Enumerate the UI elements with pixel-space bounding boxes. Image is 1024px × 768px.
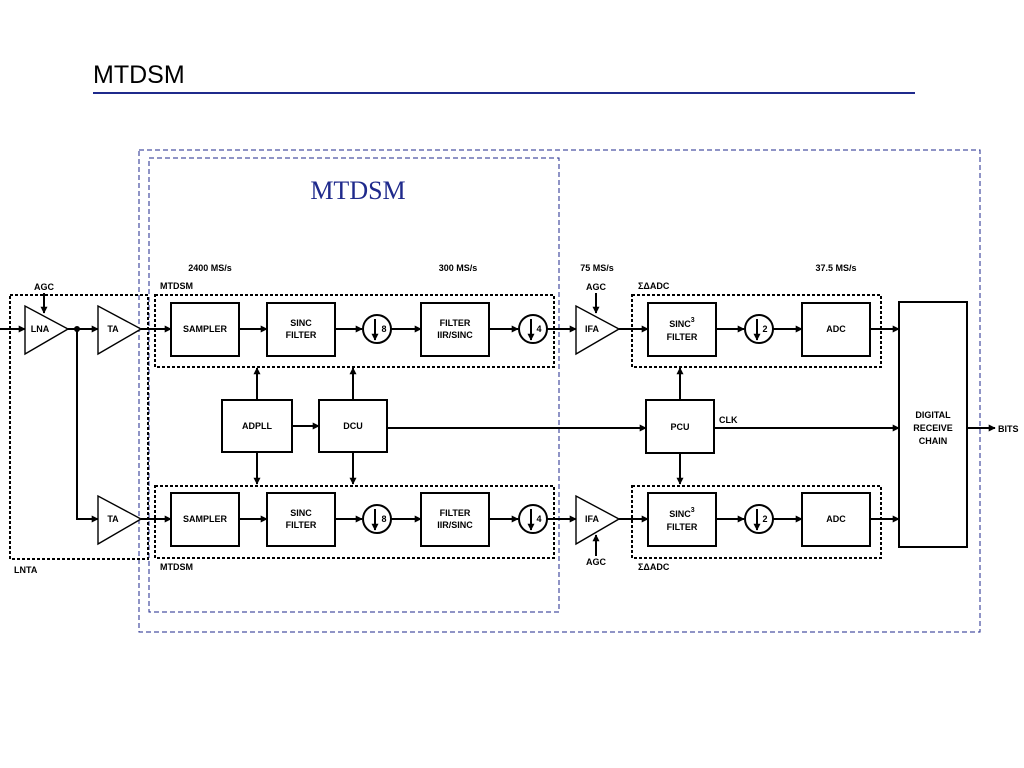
decimate-4-top [518,314,548,344]
sinc3-filter-bottom-line2: FILTER [667,522,698,532]
bits-output-label: BITS [998,424,1019,434]
decimate-4-top-label: 4 [536,324,541,334]
decimate-2-bottom-label: 2 [762,514,767,524]
mtdsm-top-label: MTDSM [160,281,193,291]
agc-ifa-bottom-label: AGC [586,557,607,567]
agc-ifa-top-label: AGC [586,282,607,292]
digital-receive-chain-block [898,301,968,548]
sdadc-bottom-group [631,485,882,559]
sdadc-bottom-label: ΣΔADC [638,562,670,572]
sinc3-filter-top-line1: SINC3 [669,317,695,329]
decimate-8-bottom [362,504,392,534]
ta-bottom-amplifier [97,494,143,546]
filter-iir-top-line1: FILTER [440,318,471,328]
sampler-top-label: SAMPLER [183,324,228,334]
ta-bottom-label: TA [107,514,119,524]
pcu-label: PCU [670,422,689,432]
digital-chain-line3: CHAIN [919,436,948,446]
sampler-top-block [170,302,240,357]
lnta-group [9,294,149,560]
sinc-filter-bottom-line2: FILTER [286,520,317,530]
sinc-filter-top-block [266,302,336,357]
digital-chain-line2: RECEIVE [913,423,953,433]
sinc3-filter-top-block [647,302,717,357]
slide-title: MTDSM [93,61,185,89]
dcu-label: DCU [343,421,363,431]
filter-iir-bottom-line2: IIR/SINC [437,520,473,530]
sinc3-filter-top-line2: FILTER [667,332,698,342]
adc-top-label: ADC [826,324,846,334]
rate-label-300: 300 MS/s [439,263,478,273]
title-underline [93,92,915,94]
decimate-8-bottom-label: 8 [381,514,386,524]
rate-label-2400: 2400 MS/s [188,263,232,273]
digital-chain-line1: DIGITAL [915,410,951,420]
sinc-filter-top-line2: FILTER [286,330,317,340]
sampler-bottom-label: SAMPLER [183,514,228,524]
sinc-filter-top-line1: SINC [290,318,312,328]
ta-top-amplifier [97,304,143,356]
sinc-filter-bottom-line1: SINC [290,508,312,518]
adpll-label: ADPLL [242,421,272,431]
decimate-8-top [362,314,392,344]
decimate-8-top-label: 8 [381,324,386,334]
mtdsm-bottom-label: MTDSM [160,562,193,572]
decimate-2-bottom [744,504,774,534]
decimate-2-top [744,314,774,344]
filter-iir-top-block [420,302,490,357]
rate-label-75: 75 MS/s [580,263,614,273]
mtdsm-heading: MTDSM [310,176,405,205]
ifa-top-amplifier [575,304,621,356]
outer-blue-boundary [138,149,981,633]
adc-bottom-label: ADC [826,514,846,524]
rate-label-37-5: 37.5 MS/s [815,263,856,273]
ifa-bottom-amplifier [575,494,621,546]
ifa-top-label: IFA [585,324,600,334]
mtdsm-top-group [154,294,555,368]
ifa-bottom-label: IFA [585,514,600,524]
filter-iir-bottom-line1: FILTER [440,508,471,518]
clk-label: CLK [719,415,738,425]
agc-lna-label: AGC [34,282,55,292]
decimate-4-bottom-label: 4 [536,514,541,524]
sdadc-top-label: ΣΔADC [638,281,670,291]
pcu-block [645,399,715,454]
sdadc-top-group [631,294,882,368]
mtdsm-bottom-group [154,485,555,559]
lnta-group-label: LNTA [14,565,38,575]
sinc3-filter-bottom-line1: SINC3 [669,507,695,519]
filter-iir-top-line2: IIR/SINC [437,330,473,340]
lna-amplifier [24,304,70,356]
filter-iir-bottom-block [420,492,490,547]
sinc3-filter-bottom-block [647,492,717,547]
decimate-2-top-label: 2 [762,324,767,334]
lna-label: LNA [31,324,50,334]
ta-top-label: TA [107,324,119,334]
decimate-4-bottom [518,504,548,534]
dcu-block [318,399,388,453]
